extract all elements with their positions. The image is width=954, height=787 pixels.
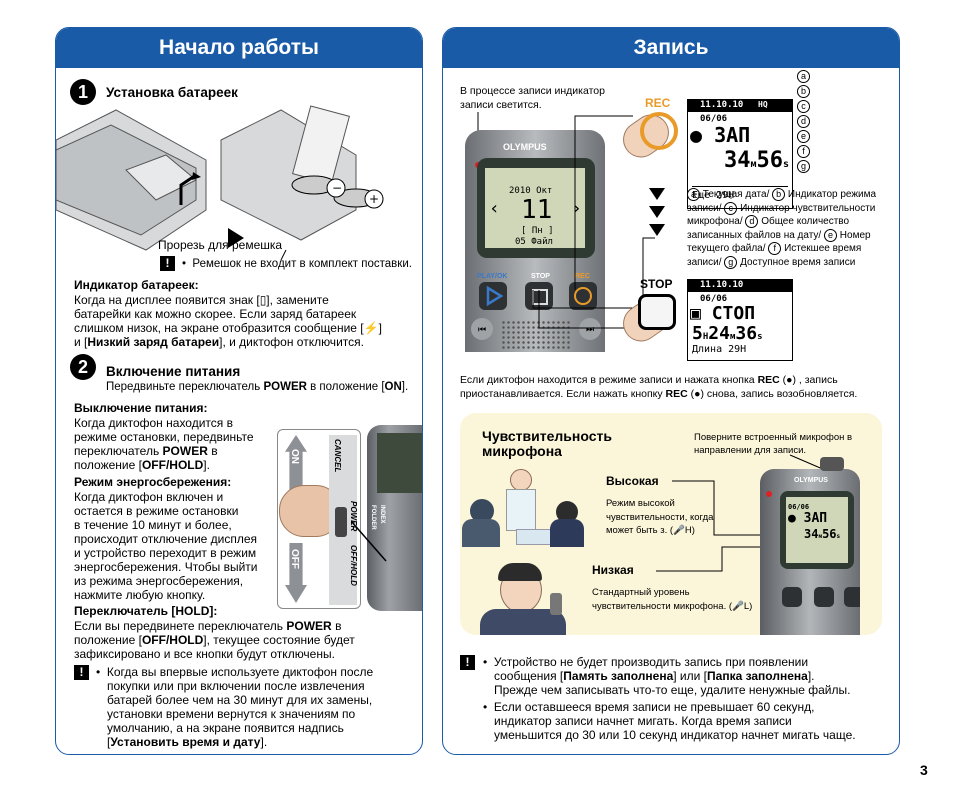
power-off-heading: Выключение питания:: [74, 401, 208, 415]
eco-mode-text: Когда диктофон включен и остается в режи…: [74, 490, 258, 602]
switch-on-label: ON: [289, 449, 300, 464]
lcd-rec-remaining: Еще 29H: [692, 190, 735, 201]
strap-note: • Ремешок не входит в комплект поставки.: [182, 258, 412, 270]
step-2-subtext: Передвиньте переключатель POWER в положе…: [106, 381, 409, 393]
rec-label: REC: [575, 273, 590, 280]
device-label-index: INDEX: [379, 505, 385, 524]
device-label-cancel: CANCEL: [333, 439, 342, 473]
lcd-legend: a Текущая дата/ b Индикатор режима запис…: [687, 188, 877, 269]
battery-indicator-heading: Индикатор батареек:: [74, 278, 199, 292]
lcd-callout-letters: a b c d e f g: [797, 70, 817, 175]
sensitivity-low-desc: Стандартный уровень чувствительности мик…: [592, 587, 753, 612]
screen-files: 05 Файл: [515, 237, 553, 247]
switch-off-label: OFF: [289, 549, 300, 569]
play-button[interactable]: [479, 282, 507, 310]
left-panel-title: Начало работы: [56, 28, 422, 68]
device-label-folder: FOLDER: [370, 505, 376, 530]
speaker-grille: [501, 320, 571, 350]
brand-logo: OLYMPUS: [503, 142, 547, 152]
stop-press-illustration: [616, 291, 680, 349]
power-switch-illustration: ON OFF CANCEL POWER OFF/HOLD FOLDER INDE…: [271, 425, 422, 611]
screen-left-chevron-icon: ‹: [489, 198, 500, 219]
strap-slot-label: Прорезь для ремешка: [158, 238, 283, 252]
sensitivity-title: Чувствительность микрофона: [482, 428, 612, 459]
pause-resume-text: Если диктофон находится в режиме записи …: [460, 374, 858, 400]
eco-mode-heading: Режим энергосбережения:: [74, 475, 232, 489]
power-off-text: Когда диктофон находится в режиме остано…: [74, 416, 254, 472]
stop-callout-label: STOP: [640, 277, 673, 291]
battery-indicator-text: Когда на дисплее появится знак [▯], заме…: [74, 293, 382, 349]
mic-direction-note: Поверните встроенный микрофон в направле…: [694, 432, 853, 456]
lcd-rec-file: 06/06: [700, 114, 728, 124]
sensitivity-high-label: Высокая: [606, 474, 659, 488]
hold-switch-text: Если вы передвинете переключатель POWER …: [74, 619, 355, 661]
page-number: 3: [920, 762, 928, 778]
lcd-stopped: 11.10.10 06/06 ▣ СТОП 5H24м36s Длина 29H: [687, 279, 793, 361]
right-panel-title: Запись: [443, 28, 899, 68]
lcd-stop-date: 11.10.10: [700, 280, 744, 290]
screen-right-chevron-icon: ›: [571, 198, 582, 219]
step-1-heading: Установка батареек: [106, 85, 238, 100]
svg-text:−: −: [332, 181, 342, 195]
svg-text:+: +: [369, 192, 379, 206]
rec-button[interactable]: [569, 282, 597, 310]
lcd-stop-elapsed: 5H24м36s: [692, 323, 763, 344]
recording-notes: • Устройство не будет производить запись…: [483, 655, 856, 742]
rec-indicator-note: В процессе записи индикатор записи свети…: [460, 85, 605, 111]
small-lcd-elapsed: 34м56s: [804, 527, 841, 541]
small-brand-logo: OLYMPUS: [794, 477, 828, 484]
lcd-stop-status: ▣ СТОП: [690, 303, 756, 324]
screen-date: 2010 Окт: [509, 186, 553, 196]
device-label-hold: OFF/HOLD: [349, 545, 358, 586]
lcd-rec-date: 11.10.10: [700, 100, 744, 110]
sensitivity-high-desc: Режим высокой чувствительности, когда мо…: [606, 498, 714, 536]
step-2-heading: Включение питания: [106, 364, 241, 379]
lcd-rec-status: ● ЗАП: [690, 123, 751, 147]
device-label-power: POWER: [349, 501, 358, 532]
step-1-badge: 1: [70, 79, 96, 105]
person-illustration: [480, 563, 580, 635]
screen-day: 11: [521, 195, 553, 225]
left-panel: Начало работы 1 Установка батареек − + П…: [55, 27, 423, 755]
rec-callout-label: REC: [645, 96, 671, 110]
right-panel: Запись В процессе записи индикатор запис…: [442, 27, 900, 755]
power-switch[interactable]: [335, 507, 347, 537]
stop-label: STOP: [531, 273, 550, 280]
hold-switch-heading: Переключатель [HOLD]:: [74, 604, 218, 618]
small-lcd-file: 06/06: [788, 503, 810, 511]
lcd-stop-length: Длина 29H: [692, 344, 747, 355]
recorder-device-small: OLYMPUS 06/06 ● ЗАП 34м56s: [760, 457, 860, 635]
mic-sensitivity-box: Чувствительность микрофона Поверните вст…: [460, 413, 882, 635]
device-screen: 2010 Окт 11 [ Пн ] 05 Файл ‹ ›: [485, 168, 585, 248]
screen-weekday: [ Пн ]: [521, 226, 554, 236]
small-lcd-status: ● ЗАП: [788, 511, 828, 526]
step-2-badge: 2: [70, 354, 96, 380]
note-icon: !: [74, 665, 89, 680]
forward-button[interactable]: ⏭: [579, 318, 601, 340]
lcd-stop-file: 06/06: [700, 294, 728, 304]
sensitivity-low-label: Низкая: [592, 563, 634, 577]
rewind-button[interactable]: ⏮: [471, 318, 493, 340]
meeting-illustration: [460, 469, 590, 549]
lcd-rec-elapsed: 34м56s: [724, 148, 790, 173]
first-use-note: • Когда вы впервые используете диктофон …: [96, 665, 374, 749]
rec-press-illustration: [616, 107, 680, 165]
note-icon: !: [460, 655, 475, 670]
down-arrows: [649, 188, 665, 236]
lcd-rec-mode: HQ: [758, 100, 768, 109]
note-icon: !: [160, 256, 175, 271]
battery-install-illustration: − +: [56, 105, 384, 260]
play-ok-label: PLAY/OK: [477, 273, 508, 280]
